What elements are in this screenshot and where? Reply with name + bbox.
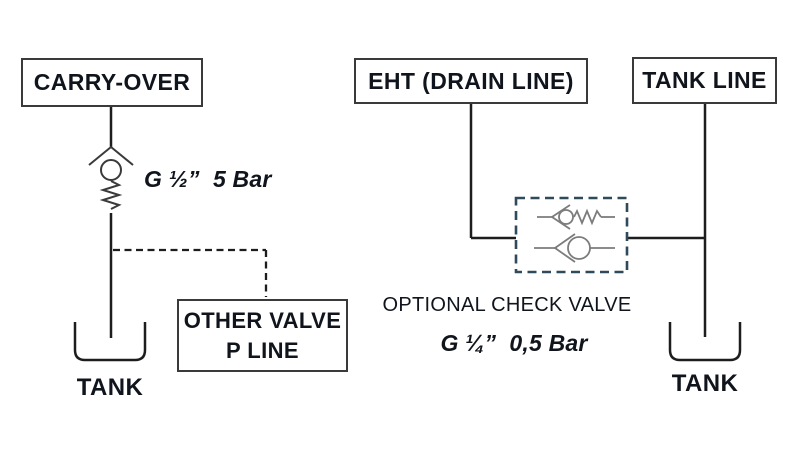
- other-valve-label: OTHER VALVE: [183, 307, 342, 333]
- other-valve-p-line-box: OTHER VALVE P LINE: [177, 299, 348, 372]
- optional-valve-dashed-box: [514, 196, 629, 274]
- p-line-label: P LINE: [226, 337, 299, 363]
- right-valve-spec-label: G ¼” 0,5 Bar: [440, 330, 588, 356]
- eht-drain-line: [469, 100, 516, 240]
- check-valve-icon: [88, 145, 134, 210]
- tank-icon: [668, 322, 742, 362]
- left-tank-label: TANK: [76, 374, 144, 401]
- tank-line: [627, 100, 707, 337]
- left-valve-spec-label: G ½” 5 Bar: [144, 166, 272, 192]
- eht-drain-line-box: EHT (DRAIN LINE): [354, 58, 588, 104]
- carry-over-box: CARRY-OVER: [21, 58, 203, 107]
- tank-line-label: TANK LINE: [642, 67, 767, 93]
- branch-dashed-line: [113, 248, 268, 297]
- spring-icon: [573, 208, 602, 226]
- eht-drain-line-label: EHT (DRAIN LINE): [368, 67, 574, 94]
- spring-icon: [99, 180, 123, 210]
- optional-check-valve-spring-icon: [537, 204, 615, 230]
- carry-over-label: CARRY-OVER: [33, 69, 191, 95]
- tank-icon: [73, 322, 147, 362]
- tank-line-box: TANK LINE: [632, 57, 777, 104]
- right-tank-label: TANK: [671, 370, 739, 397]
- optional-check-valve-icon: [534, 233, 615, 263]
- optional-check-valve-caption: OPTIONAL CHECK VALVE: [382, 294, 632, 316]
